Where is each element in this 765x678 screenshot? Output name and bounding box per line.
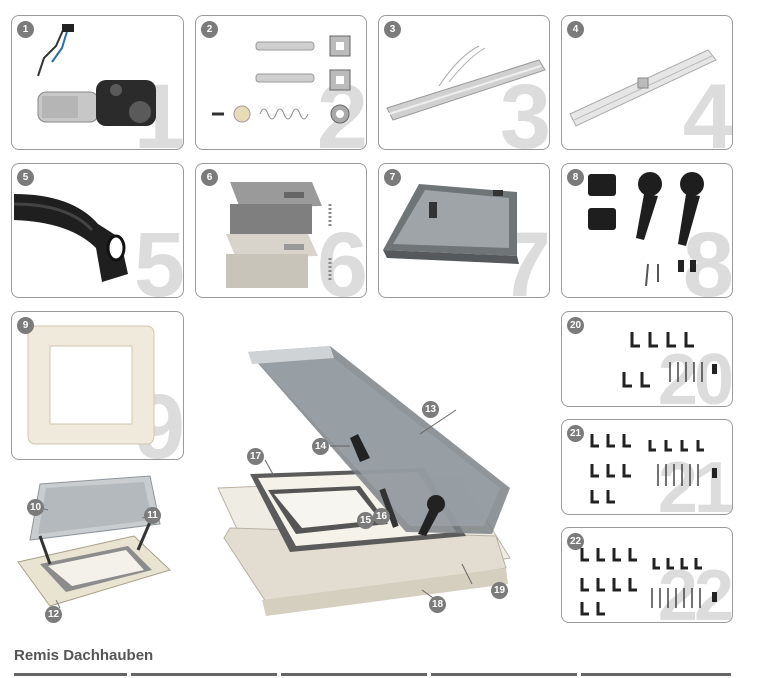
part-card-1: 1 1 — [11, 15, 184, 150]
part-number-badge: 22 — [567, 533, 584, 550]
part-card-8: 8 8 — [561, 163, 733, 298]
profile-bar-image — [386, 45, 546, 121]
profile-bar-image — [569, 49, 717, 127]
part-watermark-number: 21 — [657, 448, 732, 515]
part-watermark-number: 5 — [133, 214, 183, 298]
part-card-21: 21 21 — [561, 419, 733, 515]
part-number-badge: 9 — [17, 317, 34, 334]
callout-badge: 18 — [429, 596, 446, 613]
part-card-9: 9 9 — [11, 311, 184, 460]
callout-badge: 19 — [491, 582, 508, 599]
part-watermark-number: 22 — [657, 556, 732, 623]
inner-frame-image — [27, 325, 155, 445]
rubber-seal-image — [13, 194, 128, 282]
part-card-4: 4 4 — [561, 15, 733, 150]
part-card-7: 7 7 — [378, 163, 550, 298]
pins-and-springs-image — [212, 35, 351, 124]
divider-segment — [14, 673, 127, 676]
part-card-5: 5 5 — [11, 163, 184, 298]
part-number-badge: 6 — [201, 169, 218, 186]
part-number-badge: 5 — [17, 169, 34, 186]
part-number-badge: 1 — [17, 21, 34, 38]
part-card-6: 6 6 — [195, 163, 367, 298]
part-watermark-number: 3 — [499, 66, 549, 150]
part-number-badge: 3 — [384, 21, 401, 38]
part-watermark-number: 8 — [682, 214, 732, 298]
divider-segment — [581, 673, 731, 676]
part-card-2: 2 2 — [195, 15, 367, 150]
hinges-and-screws-image — [588, 172, 704, 287]
part-number-badge: 2 — [201, 21, 218, 38]
mounting-set-image — [580, 548, 717, 616]
part-watermark-number: 4 — [682, 66, 732, 150]
hatch-dome-image — [383, 184, 519, 264]
callout-badge: 10 — [27, 499, 44, 516]
part-number-badge: 7 — [384, 169, 401, 186]
part-number-badge: 8 — [567, 169, 584, 186]
callout-badge: 11 — [144, 507, 161, 524]
divider-segment — [431, 673, 577, 676]
part-watermark-number: 6 — [316, 214, 366, 298]
callout-badge: 15 — [357, 512, 374, 529]
part-card-3: 3 3 — [378, 15, 550, 150]
divider-segment — [281, 673, 427, 676]
part-card-22: 22 22 — [561, 527, 733, 623]
callout-badge: 16 — [373, 508, 390, 525]
assembled-hatch-large-image — [217, 346, 511, 616]
callout-badge: 13 — [422, 401, 439, 418]
part-number-badge: 21 — [567, 425, 584, 442]
mounting-set-image — [622, 332, 717, 388]
end-covers-image — [226, 182, 332, 288]
callout-badge: 14 — [312, 438, 329, 455]
assembled-hatch-small-image — [17, 475, 171, 609]
callout-badge: 12 — [45, 606, 62, 623]
callout-badge: 17 — [247, 448, 264, 465]
motor-image — [37, 24, 156, 126]
part-number-badge: 4 — [567, 21, 584, 38]
mounting-set-image — [590, 434, 717, 504]
section-heading: Remis Dachhauben — [14, 647, 154, 664]
divider-segment — [131, 673, 277, 676]
part-number-badge: 20 — [567, 317, 584, 334]
part-card-20: 20 20 — [561, 311, 733, 407]
